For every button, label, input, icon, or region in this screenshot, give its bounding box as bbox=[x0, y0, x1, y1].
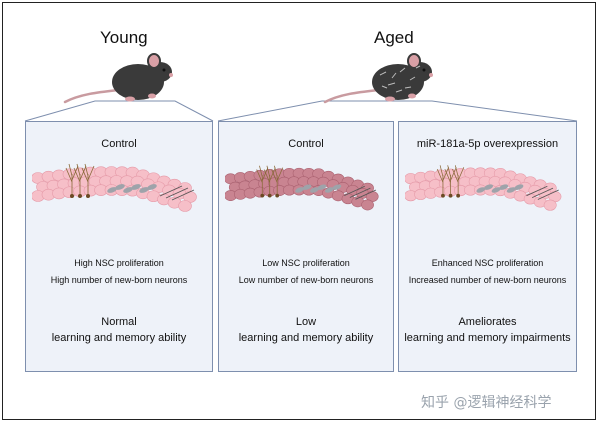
gray-cell bbox=[324, 187, 334, 193]
neuron-soma bbox=[78, 194, 82, 198]
neuron-dendrites bbox=[256, 165, 284, 198]
young-heading: Young bbox=[100, 28, 148, 47]
hippocampus-illustration bbox=[225, 165, 379, 211]
panel-title: Control bbox=[101, 138, 137, 150]
panel-title: miR-181a-5p overexpression bbox=[416, 138, 559, 150]
proliferation-text: Enhanced NSC proliferation bbox=[431, 258, 544, 268]
gray-cell bbox=[317, 184, 327, 190]
neurons-text: High number of new-born neurons bbox=[50, 275, 188, 285]
watermark-text: 知乎 @逻辑神经科学 bbox=[421, 395, 552, 411]
panel-aged-control: Control Low NSC proliferation Low number… bbox=[218, 121, 394, 372]
cell-layer bbox=[405, 167, 562, 211]
outcome-text: learning and memory ability bbox=[51, 332, 187, 344]
neuron-soma bbox=[86, 194, 90, 198]
outcome-heading: Ameliorates bbox=[458, 316, 517, 328]
neuron-soma bbox=[267, 193, 272, 198]
cell-blob bbox=[178, 200, 192, 212]
neuron-soma bbox=[448, 193, 453, 198]
migrating-neurons bbox=[526, 185, 559, 200]
migrating-neurons bbox=[159, 185, 195, 201]
gray-cell bbox=[147, 184, 157, 190]
neuron-soma bbox=[275, 193, 280, 198]
neuron-soma bbox=[260, 193, 265, 198]
gray-cell bbox=[483, 184, 494, 190]
gray-cell bbox=[115, 184, 125, 190]
gray-cell bbox=[476, 187, 486, 193]
gray-cell bbox=[499, 184, 509, 190]
panel-aged-mir181a: miR-181a-5p overexpression Enhanced NSC … bbox=[398, 121, 577, 372]
gray-fur-streaks bbox=[379, 65, 421, 93]
neuron-dendrites bbox=[65, 163, 95, 198]
hippocampus-illustration bbox=[405, 165, 562, 211]
neuron-soma bbox=[70, 194, 74, 198]
proliferation-text: High NSC proliferation bbox=[74, 258, 164, 268]
neuron-dendrites bbox=[436, 165, 465, 198]
gray-cell bbox=[123, 187, 133, 193]
neuron-soma bbox=[456, 193, 461, 198]
neuron-soma bbox=[441, 193, 445, 198]
aged-mouse-image bbox=[323, 53, 433, 104]
neurons-text: Increased number of new-born neurons bbox=[408, 275, 567, 285]
gray-cell bbox=[131, 184, 141, 190]
gray-cell bbox=[310, 187, 319, 193]
gray-cell bbox=[506, 187, 516, 193]
gray-cells bbox=[295, 184, 377, 200]
panel-young-control: Control High NSC proliferation High numb… bbox=[25, 121, 213, 372]
young-mouse-image bbox=[63, 53, 173, 104]
gray-cell bbox=[332, 184, 342, 190]
gray-cell bbox=[491, 187, 501, 193]
cell-blob bbox=[543, 199, 557, 211]
outcome-text: learning and memory ability bbox=[238, 332, 374, 344]
gray-cell bbox=[302, 184, 312, 190]
migrating-neurons bbox=[344, 185, 377, 200]
hippocampus-illustration bbox=[32, 163, 197, 212]
gray-cell bbox=[295, 187, 304, 193]
gray-cell bbox=[139, 187, 149, 193]
neurons-text: Low number of new-born neurons bbox=[238, 275, 374, 285]
outcome-heading: Normal bbox=[101, 316, 137, 328]
proliferation-text: Low NSC proliferation bbox=[262, 258, 350, 268]
outcome-text: learning and memory impairments bbox=[404, 332, 571, 344]
cell-blob bbox=[361, 199, 374, 211]
aged-connector bbox=[217, 100, 578, 122]
aged-heading: Aged bbox=[374, 28, 414, 47]
gray-cell bbox=[514, 184, 524, 190]
young-connector bbox=[24, 100, 214, 122]
panel-title: Control bbox=[288, 138, 324, 150]
gray-cells bbox=[476, 184, 559, 200]
outcome-heading: Low bbox=[295, 316, 317, 328]
gray-cells bbox=[107, 184, 195, 201]
gray-cell bbox=[107, 187, 117, 193]
